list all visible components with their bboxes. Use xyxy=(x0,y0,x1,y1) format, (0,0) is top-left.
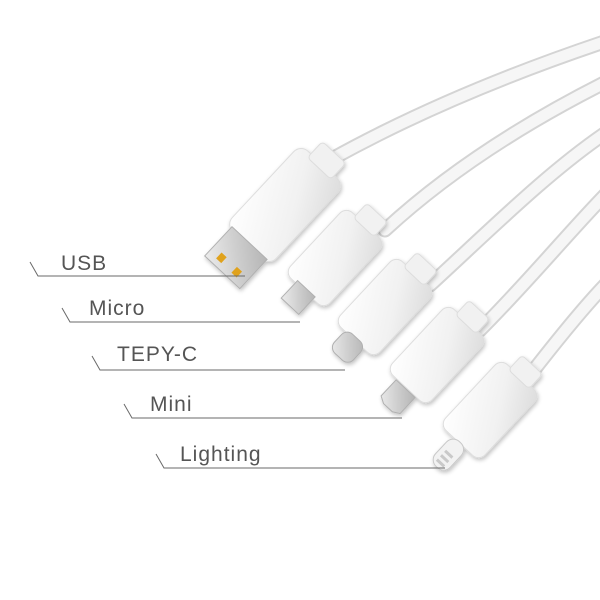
typec-leader-line xyxy=(91,355,345,371)
lightning-connector xyxy=(432,356,542,471)
micro-leader-line xyxy=(61,307,300,323)
cables xyxy=(322,35,600,383)
type-c-connector xyxy=(331,253,437,363)
mini-label: Mini xyxy=(150,393,193,416)
typec-label: TEPY-C xyxy=(117,343,199,366)
mini-leader-line xyxy=(123,403,402,419)
usb-connector xyxy=(203,142,345,290)
lighting-label: Lighting xyxy=(180,443,262,466)
mini-usb-connector xyxy=(380,301,489,415)
usb-label: USB xyxy=(61,252,108,275)
micro-label: Micro xyxy=(89,297,146,320)
micro-usb-connector xyxy=(280,204,387,316)
usb-leader-line xyxy=(29,261,245,277)
leader-lines xyxy=(29,261,445,469)
lighting-leader-line xyxy=(155,453,445,469)
